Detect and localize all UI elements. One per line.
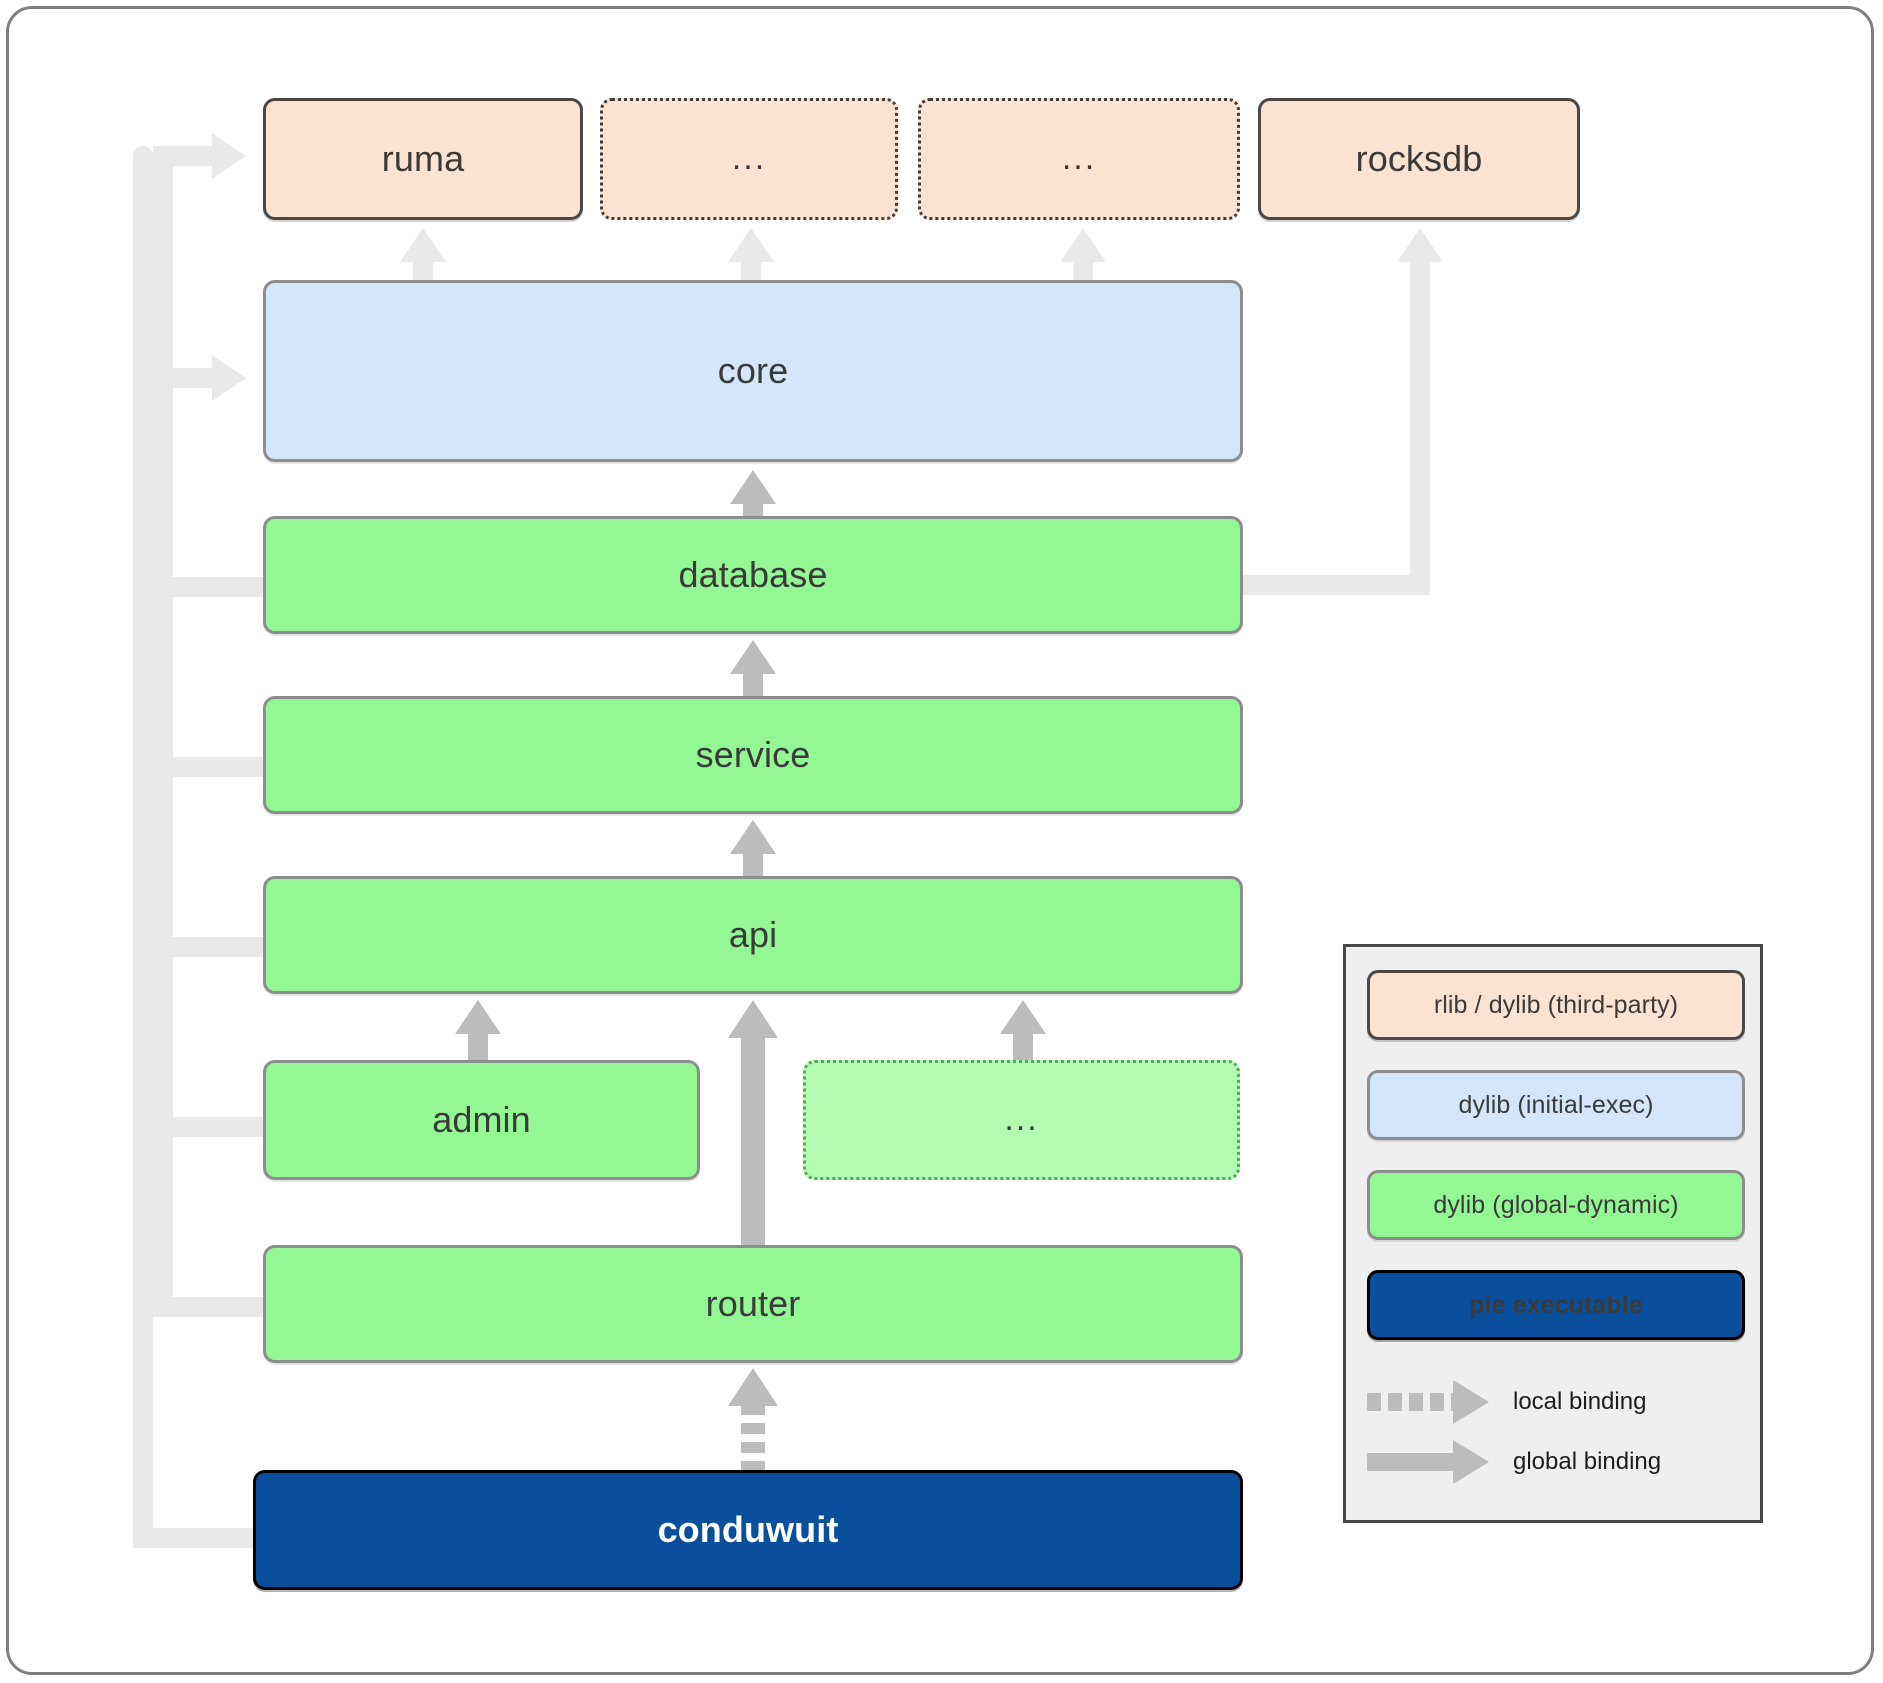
arrow-core-to-placeholder-1 xyxy=(728,228,774,285)
node-third-party-placeholder-2[interactable]: ... xyxy=(918,98,1240,220)
arrowhead-icon xyxy=(1453,1380,1489,1424)
node-admin[interactable]: admin xyxy=(263,1060,700,1180)
node-label: ... xyxy=(731,139,767,178)
node-conduwuit[interactable]: conduwuit xyxy=(253,1470,1243,1590)
arrowhead-icon xyxy=(730,820,776,854)
arrow-shaft xyxy=(741,1404,765,1480)
arrow-shaft xyxy=(1013,1032,1033,1064)
arrow-plugin-placeholder-to-api xyxy=(1000,1000,1046,1064)
node-label: admin xyxy=(432,1099,531,1140)
legend-row-local-binding: local binding xyxy=(1367,1372,1745,1432)
arrow-database-to-rocksdb xyxy=(1397,228,1443,268)
local-binding-arrow-icon xyxy=(1367,1380,1497,1424)
arrowhead-icon xyxy=(728,1368,778,1406)
arrowhead-icon xyxy=(400,228,446,262)
arrow-shaft xyxy=(743,672,763,698)
arrow-core-to-ruma xyxy=(400,228,446,285)
node-label: conduwuit xyxy=(657,1509,839,1550)
arrow-service-to-database xyxy=(730,640,776,698)
arrowhead-icon xyxy=(728,228,774,262)
arrowhead-icon xyxy=(730,640,776,674)
conduwuit-trunk-bottom xyxy=(133,1528,263,1548)
elbow-riser-rocksdb xyxy=(1410,255,1430,585)
arrow-shaft xyxy=(468,1032,488,1064)
arrow-conduwuit-to-router-local xyxy=(728,1368,778,1480)
arrow-shaft xyxy=(743,852,763,878)
arrow-core-to-placeholder-2 xyxy=(1060,228,1106,285)
arrowhead-icon xyxy=(212,133,246,179)
global-binding-arrow-icon xyxy=(1367,1440,1497,1484)
legend-swatch-initial-exec: dylib (initial-exec) xyxy=(1367,1070,1745,1140)
node-third-party-placeholder-1[interactable]: ... xyxy=(600,98,898,220)
arrow-shaft xyxy=(413,260,433,285)
legend-label: local binding xyxy=(1513,1388,1647,1415)
node-database[interactable]: database xyxy=(263,516,1243,634)
node-label: ruma xyxy=(381,138,465,179)
node-label: database xyxy=(678,554,828,595)
arrowhead-icon xyxy=(728,1000,778,1038)
arrow-database-to-core xyxy=(730,470,776,520)
node-label: router xyxy=(705,1283,801,1324)
arrow-shaft xyxy=(1367,1393,1459,1411)
legend-label: pie executable xyxy=(1469,1290,1643,1319)
legend-swatch-pie-executable: pie executable xyxy=(1367,1270,1745,1340)
legend-label: dylib (initial-exec) xyxy=(1458,1090,1654,1119)
node-label: rocksdb xyxy=(1355,138,1483,179)
conduwuit-trunk-vertical xyxy=(133,146,153,1548)
node-core[interactable]: core xyxy=(263,280,1243,462)
arrow-shaft xyxy=(743,502,763,520)
node-label: api xyxy=(728,914,778,955)
branch-to-router xyxy=(153,1297,263,1317)
arrowhead-icon xyxy=(1000,1000,1046,1034)
node-label: ... xyxy=(1061,139,1097,178)
arrowhead-icon xyxy=(730,470,776,504)
arrow-shaft xyxy=(1367,1453,1459,1471)
elbow-database-to-rocksdb xyxy=(1240,575,1430,595)
node-service[interactable]: service xyxy=(263,696,1243,814)
arrow-shaft xyxy=(741,260,761,285)
node-rocksdb[interactable]: rocksdb xyxy=(1258,98,1580,220)
legend-label: rlib / dylib (third-party) xyxy=(1433,990,1679,1019)
node-plugin-placeholder[interactable]: ... xyxy=(803,1060,1240,1180)
arrowhead-icon xyxy=(455,1000,501,1034)
node-label: core xyxy=(717,350,789,391)
branch-to-database xyxy=(153,577,263,597)
node-api[interactable]: api xyxy=(263,876,1243,994)
legend-panel: rlib / dylib (third-party) dylib (initia… xyxy=(1343,944,1763,1523)
legend-swatch-third-party: rlib / dylib (third-party) xyxy=(1367,970,1745,1040)
legend-swatch-global-dynamic: dylib (global-dynamic) xyxy=(1367,1170,1745,1240)
legend-row-global-binding: global binding xyxy=(1367,1432,1745,1492)
arrow-shaft xyxy=(741,1034,765,1246)
legend-label: global binding xyxy=(1513,1448,1662,1475)
node-ruma[interactable]: ruma xyxy=(263,98,583,220)
node-label: ... xyxy=(1004,1100,1039,1139)
branch-to-service xyxy=(153,757,263,777)
arrowhead-icon xyxy=(1397,228,1443,262)
branch-spine xyxy=(153,146,173,1317)
arrow-admin-to-api xyxy=(455,1000,501,1064)
arrow-router-to-api xyxy=(728,1000,778,1246)
arrowhead-icon xyxy=(212,355,246,401)
arrowhead-icon xyxy=(1060,228,1106,262)
legend-label: dylib (global-dynamic) xyxy=(1433,1190,1679,1219)
node-label: service xyxy=(695,734,811,775)
branch-to-admin xyxy=(153,1117,263,1137)
arrow-shaft xyxy=(1073,260,1093,285)
node-router[interactable]: router xyxy=(263,1245,1243,1363)
arrowhead-icon xyxy=(1453,1440,1489,1484)
branch-to-api xyxy=(153,937,263,957)
arrow-api-to-service xyxy=(730,820,776,878)
